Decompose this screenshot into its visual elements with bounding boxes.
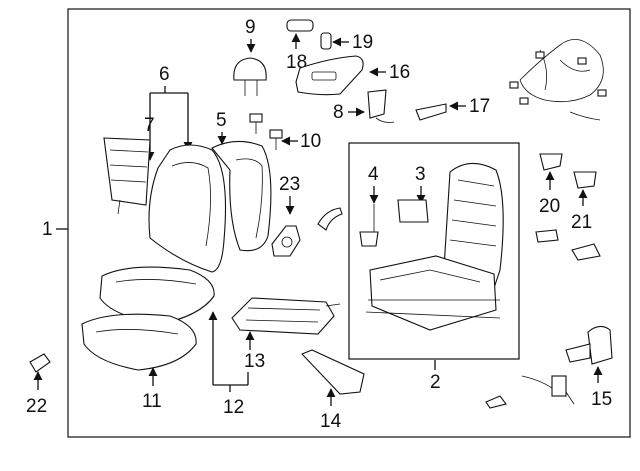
callout-6[interactable]: 6 bbox=[159, 64, 170, 85]
callout-11[interactable]: 11 bbox=[142, 391, 162, 412]
side-clip-part[interactable] bbox=[571, 243, 601, 261]
callout-1[interactable]: 1 bbox=[42, 219, 53, 240]
side-bracket-part[interactable] bbox=[535, 229, 559, 243]
part-4-rod[interactable] bbox=[359, 204, 379, 247]
callout-5[interactable]: 5 bbox=[216, 110, 227, 131]
callout-21[interactable]: 21 bbox=[571, 212, 592, 233]
callout-8[interactable]: 8 bbox=[333, 102, 344, 123]
callout-12[interactable]: 12 bbox=[223, 397, 244, 418]
headrest-part[interactable] bbox=[233, 57, 267, 96]
seat-cushion-part[interactable] bbox=[81, 313, 197, 371]
part-8-bracket[interactable] bbox=[367, 89, 395, 123]
small-bracket-part[interactable] bbox=[317, 207, 343, 231]
seat-heater-part[interactable] bbox=[231, 297, 341, 335]
part-20-bracket[interactable] bbox=[539, 153, 563, 171]
callout-10[interactable]: 10 bbox=[300, 131, 321, 152]
callout-13[interactable]: 13 bbox=[244, 351, 265, 372]
callout-9[interactable]: 9 bbox=[245, 17, 256, 38]
part-22-clip[interactable] bbox=[29, 353, 51, 373]
callout-15[interactable]: 15 bbox=[591, 389, 612, 410]
callout-4[interactable]: 4 bbox=[368, 164, 379, 185]
wire-harness-part[interactable] bbox=[509, 38, 607, 121]
seatback-cover-part[interactable] bbox=[148, 144, 226, 273]
callout-23[interactable]: 23 bbox=[279, 174, 300, 195]
seatback-part[interactable] bbox=[211, 140, 272, 252]
seatback-pad-part[interactable] bbox=[103, 137, 151, 215]
part-21-bracket[interactable] bbox=[573, 171, 597, 189]
headrest-guide-part[interactable] bbox=[249, 113, 283, 150]
callout-3[interactable]: 3 bbox=[415, 164, 426, 185]
seat-frame-part[interactable] bbox=[365, 162, 504, 331]
small-clip-part[interactable] bbox=[485, 395, 507, 409]
callout-20[interactable]: 20 bbox=[539, 196, 560, 217]
callout-14[interactable]: 14 bbox=[320, 411, 342, 432]
part-3-bracket[interactable] bbox=[397, 199, 429, 223]
callout-17[interactable]: 17 bbox=[469, 96, 490, 117]
part-19-clip[interactable] bbox=[320, 32, 332, 50]
callout-2[interactable]: 2 bbox=[430, 372, 441, 393]
callout-16[interactable]: 16 bbox=[389, 62, 410, 83]
callout-7[interactable]: 7 bbox=[144, 115, 155, 136]
side-shield-part[interactable] bbox=[295, 55, 364, 96]
lower-trim-part[interactable] bbox=[301, 349, 365, 395]
part-15-cover[interactable] bbox=[521, 325, 613, 405]
part-17-lever[interactable] bbox=[415, 103, 447, 121]
part-23-recliner[interactable] bbox=[271, 225, 301, 257]
seat-frame-box bbox=[348, 142, 520, 360]
callout-19[interactable]: 19 bbox=[352, 32, 373, 53]
part-18-cap[interactable] bbox=[286, 19, 314, 32]
callout-22[interactable]: 22 bbox=[26, 396, 47, 417]
outer-frame bbox=[67, 8, 631, 438]
